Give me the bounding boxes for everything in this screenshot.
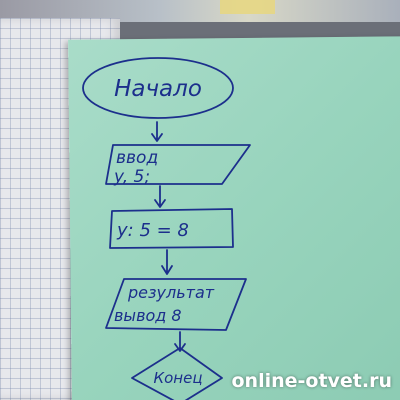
start-oval — [82, 57, 234, 119]
arrow-output-to-end — [174, 331, 186, 352]
process-label: y: 5 = 8 — [116, 220, 189, 241]
output-label-line1: результат — [127, 283, 215, 302]
input-parallelogram — [105, 144, 251, 185]
arrow-input-to-process — [154, 185, 166, 208]
arrow-process-to-output — [161, 249, 173, 275]
arrow-start-to-input — [151, 121, 163, 142]
input-label-line1: ввод — [116, 148, 158, 168]
output-label-line2: вывод 8 — [114, 306, 182, 325]
process-rectangle — [109, 208, 234, 249]
end-diamond — [131, 347, 223, 400]
input-label-line2: y, 5; — [113, 167, 150, 187]
start-label: Начало — [114, 76, 202, 102]
end-label: Конец — [153, 369, 202, 387]
site-watermark: online-otvet.ru — [231, 370, 392, 392]
output-parallelogram — [105, 278, 247, 331]
background-strip — [0, 0, 400, 22]
background-yellow-object — [220, 0, 275, 14]
